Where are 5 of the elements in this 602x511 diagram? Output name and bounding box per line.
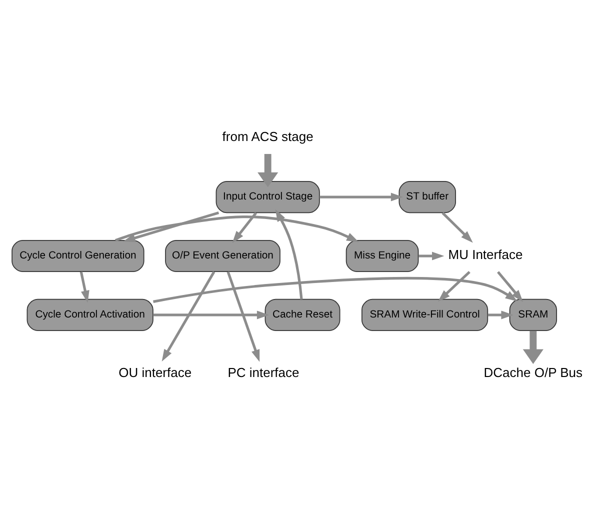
node-text: OU interface [118, 364, 192, 380]
node-text: MU Interface [448, 246, 523, 262]
node-text: PC interface [228, 364, 300, 380]
node-text: from ACS stage [222, 128, 314, 144]
node-text: DCache O/P Bus [484, 364, 583, 380]
